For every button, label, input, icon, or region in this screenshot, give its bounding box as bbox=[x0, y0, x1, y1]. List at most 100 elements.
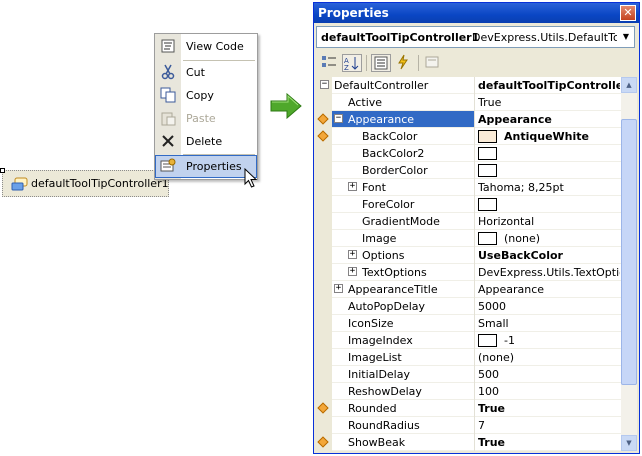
object-selector[interactable]: defaultToolTipController1 DevExpress.Uti… bbox=[316, 26, 635, 48]
selection-handle[interactable] bbox=[0, 168, 5, 173]
property-value[interactable]: Horizontal bbox=[478, 215, 535, 228]
copy-icon bbox=[160, 87, 176, 103]
property-name: Appearance bbox=[348, 113, 415, 126]
property-value[interactable]: 5000 bbox=[478, 300, 506, 313]
color-swatch bbox=[478, 334, 497, 347]
vertical-scrollbar[interactable]: ▲ ▼ bbox=[621, 77, 637, 451]
title-bar[interactable]: Properties ✕ bbox=[314, 3, 639, 23]
property-row[interactable]: BackColor AntiqueWhite bbox=[316, 128, 621, 145]
property-name: IconSize bbox=[348, 317, 394, 330]
property-value[interactable]: 7 bbox=[478, 419, 485, 432]
property-name: BackColor bbox=[362, 130, 418, 143]
menu-item-cut[interactable]: Cut bbox=[155, 61, 257, 84]
svg-text:Z: Z bbox=[344, 64, 349, 71]
component-tray-item[interactable]: defaultToolTipController1 bbox=[0, 168, 169, 197]
alphabetical-button[interactable]: A Z bbox=[342, 54, 362, 72]
property-row[interactable]: IconSize Small bbox=[316, 315, 621, 332]
property-pages-button[interactable] bbox=[423, 54, 443, 72]
property-value[interactable]: True bbox=[478, 436, 506, 449]
properties-icon bbox=[374, 56, 388, 70]
property-value[interactable]: Tahoma; 8,25pt bbox=[478, 181, 564, 194]
property-value[interactable]: True bbox=[478, 96, 502, 109]
close-icon: ✕ bbox=[623, 6, 633, 19]
modified-marker-icon bbox=[317, 113, 329, 125]
window-title: Properties bbox=[318, 6, 389, 20]
events-button[interactable] bbox=[394, 54, 414, 72]
property-value[interactable]: True bbox=[478, 402, 506, 415]
property-name: AppearanceTitle bbox=[348, 283, 438, 296]
expand-icon[interactable]: + bbox=[348, 266, 357, 276]
property-name: ReshowDelay bbox=[348, 385, 422, 398]
property-row[interactable]: GradientMode Horizontal bbox=[316, 213, 621, 230]
property-row[interactable]: ImageList(none) bbox=[316, 349, 621, 366]
property-value[interactable]: Appearance bbox=[478, 283, 545, 296]
scroll-down-button[interactable]: ▼ bbox=[621, 435, 637, 451]
property-value[interactable]: -1 bbox=[504, 334, 515, 347]
property-pages-icon bbox=[425, 56, 439, 68]
property-name: RoundRadius bbox=[348, 419, 420, 432]
property-value[interactable]: (none) bbox=[504, 232, 541, 245]
close-button[interactable]: ✕ bbox=[620, 5, 636, 21]
collapse-icon[interactable]: − bbox=[334, 113, 343, 123]
property-row[interactable]: BorderColor bbox=[316, 162, 621, 179]
property-value[interactable]: AntiqueWhite bbox=[504, 130, 589, 143]
property-name: ImageIndex bbox=[348, 334, 413, 347]
property-name: BorderColor bbox=[362, 164, 428, 177]
expand-icon[interactable]: + bbox=[348, 181, 357, 191]
property-row[interactable]: ReshowDelay 100 bbox=[316, 383, 621, 400]
chevron-down-icon: ▼ bbox=[626, 439, 632, 447]
property-name: ForeColor bbox=[362, 198, 415, 211]
color-swatch bbox=[478, 130, 497, 143]
property-row[interactable]: AutoPopDelay 5000 bbox=[316, 298, 621, 315]
property-value[interactable]: UseBackColor bbox=[478, 249, 563, 262]
svg-text:A: A bbox=[344, 57, 349, 65]
menu-item-delete[interactable]: Delete bbox=[155, 130, 257, 153]
properties-button[interactable] bbox=[371, 54, 391, 72]
expand-icon[interactable]: + bbox=[334, 283, 343, 293]
property-row[interactable]: Rounded True bbox=[316, 400, 621, 417]
chevron-down-icon[interactable]: ▼ bbox=[622, 32, 630, 41]
context-menu: View Code Cut Copy Paste Delete Properti… bbox=[154, 33, 258, 180]
property-value[interactable]: Small bbox=[478, 317, 509, 330]
object-name: defaultToolTipController1 bbox=[321, 31, 480, 44]
property-name: Rounded bbox=[348, 402, 397, 415]
property-row[interactable]: ForeColor bbox=[316, 196, 621, 213]
property-value[interactable]: defaultToolTipController1 bbox=[478, 79, 620, 92]
color-swatch bbox=[478, 198, 497, 211]
view-code-icon bbox=[161, 39, 175, 53]
expand-icon[interactable]: + bbox=[348, 249, 357, 259]
events-icon bbox=[398, 54, 408, 70]
property-row[interactable]: + AppearanceTitle Appearance bbox=[316, 281, 621, 298]
property-name: GradientMode bbox=[362, 215, 440, 228]
categorized-button[interactable] bbox=[320, 54, 340, 72]
property-name: BackColor2 bbox=[362, 147, 425, 160]
property-row[interactable]: RoundRadius 7 bbox=[316, 417, 621, 434]
property-value[interactable]: DevExpress.Utils.TextOptions bbox=[478, 266, 620, 279]
property-row[interactable]: Image(none) bbox=[316, 230, 621, 247]
scroll-up-button[interactable]: ▲ bbox=[621, 77, 637, 93]
property-name: AutoPopDelay bbox=[348, 300, 426, 313]
property-value[interactable]: 500 bbox=[478, 368, 499, 381]
menu-item-view-code[interactable]: View Code bbox=[155, 35, 257, 58]
menu-item-properties[interactable]: Properties bbox=[155, 155, 257, 178]
menu-item-copy[interactable]: Copy bbox=[155, 84, 257, 107]
property-value[interactable]: Appearance bbox=[478, 113, 552, 126]
property-row[interactable]: BackColor2 bbox=[316, 145, 621, 162]
property-value[interactable]: (none) bbox=[478, 351, 515, 364]
menu-item-paste[interactable]: Paste bbox=[155, 107, 257, 130]
scroll-thumb[interactable] bbox=[621, 119, 637, 385]
property-row[interactable]: ImageIndex -1 bbox=[316, 332, 621, 349]
property-value[interactable]: 100 bbox=[478, 385, 499, 398]
properties-icon bbox=[160, 158, 176, 172]
property-row[interactable]: ShowBeak True bbox=[316, 434, 621, 451]
collapse-icon[interactable]: − bbox=[320, 79, 329, 89]
property-name: ShowBeak bbox=[348, 436, 406, 449]
